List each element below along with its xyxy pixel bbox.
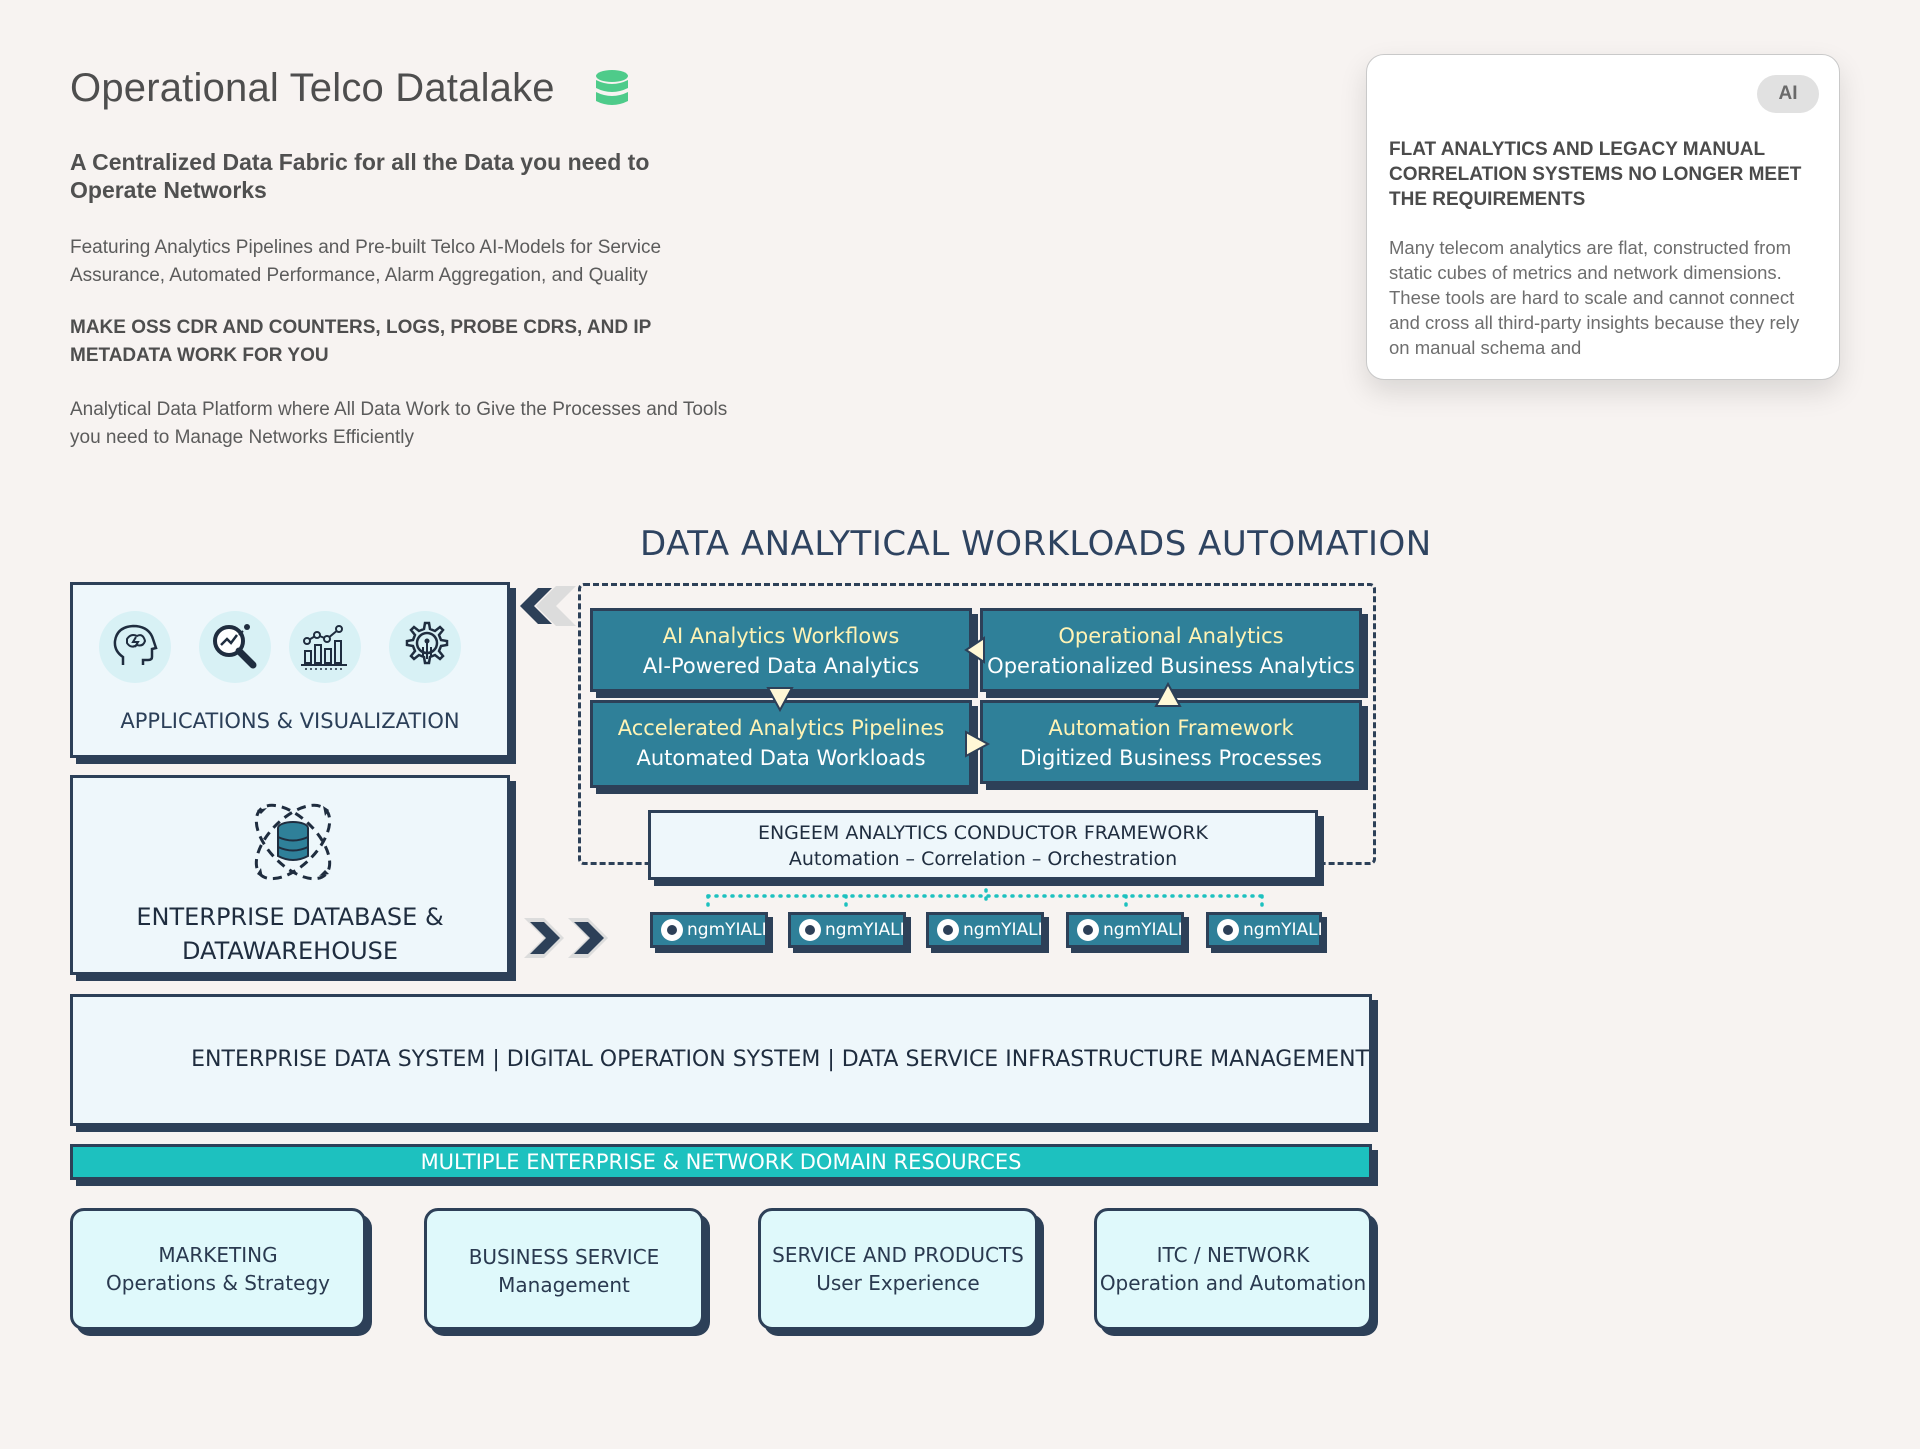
ai-badge[interactable]: AI	[1757, 75, 1819, 113]
node-gear-icon	[1217, 919, 1239, 941]
domain-marketing[interactable]: MARKETING Operations & Strategy	[70, 1208, 366, 1330]
tile-title: Automation Framework	[1048, 716, 1294, 740]
edw-line1: ENTERPRISE DATABASE &	[136, 903, 444, 931]
domain-title: ITC / NETWORK	[1156, 1243, 1310, 1267]
tile-accelerated-analytics-pipelines[interactable]: Accelerated Analytics Pipelines Automate…	[590, 700, 972, 788]
chevron-left-icon	[516, 586, 578, 626]
node-gear-icon	[1077, 919, 1099, 941]
node-ngmyiali[interactable]: ngmYIALI	[1066, 912, 1184, 948]
edw-line2: DATAWAREHOUSE	[181, 937, 399, 965]
applications-panel: APPLICATIONS & VISUALIZATION	[70, 582, 510, 758]
brain-head-icon	[99, 611, 171, 683]
domain-title: SERVICE AND PRODUCTS	[772, 1243, 1024, 1267]
diagram-title: DATA ANALYTICAL WORKLOADS AUTOMATION	[640, 524, 1432, 564]
arrow-down-icon	[766, 687, 794, 713]
domain-title: BUSINESS SERVICE	[468, 1245, 660, 1269]
tile-subtitle: Automated Data Workloads	[636, 746, 926, 770]
database-icon	[595, 69, 629, 109]
highlight-heading: MAKE OSS CDR AND COUNTERS, LOGS, PROBE C…	[70, 317, 651, 366]
card-body: Many telecom analytics are flat, constru…	[1389, 237, 1800, 358]
conductor-framework: ENGEEM ANALYTICS CONDUCTOR FRAMEWORK Aut…	[648, 810, 1318, 880]
title-row: Operational Telco Datalake	[70, 66, 629, 111]
domain-subtitle: Operations & Strategy	[106, 1271, 330, 1295]
tile-subtitle: Operationalized Business Analytics	[987, 654, 1355, 678]
dotted-connector	[706, 888, 1264, 908]
database-orbit-icon	[243, 792, 343, 892]
applications-label: APPLICATIONS & VISUALIZATION	[120, 709, 460, 733]
domain-subtitle: Operation and Automation	[1099, 1271, 1367, 1295]
page-title: Operational Telco Datalake	[70, 66, 555, 110]
feature-description: Featuring Analytics Pipelines and Pre-bu…	[70, 237, 662, 286]
gear-circuit-icon	[389, 611, 461, 683]
enterprise-data-system-panel: ENTERPRISE DATA SYSTEM | DIGITAL OPERATI…	[70, 994, 1372, 1126]
conductor-title: ENGEEM ANALYTICS CONDUCTOR FRAMEWORK	[757, 822, 1209, 844]
domain-title: MARKETING	[158, 1243, 278, 1267]
node-ngmyiali[interactable]: ngmYIALI	[1206, 912, 1323, 948]
node-label: ngmYIALI	[687, 920, 767, 940]
node-ngmyiali[interactable]: ngmYIALI	[926, 912, 1044, 948]
node-ngmyiali[interactable]: ngmYIALI	[650, 912, 768, 948]
tile-title: Accelerated Analytics Pipelines	[617, 716, 945, 740]
node-label: ngmYIALI	[1243, 920, 1323, 940]
page-subtitle: A Centralized Data Fabric for all the Da…	[70, 149, 650, 203]
domain-subtitle: Management	[498, 1273, 630, 1297]
enterprise-data-system-label: ENTERPRISE DATA SYSTEM | DIGITAL OPERATI…	[191, 1047, 1369, 1072]
node-label: ngmYIALI	[963, 920, 1043, 940]
domain-subtitle: User Experience	[816, 1271, 980, 1295]
node-ngmyiali[interactable]: ngmYIALI	[788, 912, 906, 948]
domain-business-service[interactable]: BUSINESS SERVICE Management	[424, 1208, 704, 1330]
node-gear-icon	[937, 919, 959, 941]
node-gear-icon	[799, 919, 821, 941]
arrow-up-icon	[1154, 681, 1182, 707]
domain-resources-bar: MULTIPLE ENTERPRISE & NETWORK DOMAIN RES…	[70, 1144, 1372, 1180]
enterprise-database-label: ENTERPRISE DATABASE & DATAWAREHOUSE	[73, 900, 507, 968]
search-analytics-icon	[199, 611, 271, 683]
tile-subtitle: Digitized Business Processes	[1020, 746, 1322, 770]
growth-chart-icon	[289, 611, 361, 683]
arrow-left-icon	[964, 636, 985, 664]
card-heading: Flat Analytics and Legacy Manual Correla…	[1389, 139, 1802, 210]
enterprise-database-panel: ENTERPRISE DATABASE & DATAWAREHOUSE	[70, 775, 510, 975]
platform-description: Analytical Data Platform where All Data …	[70, 399, 728, 448]
tile-subtitle: AI-Powered Data Analytics	[642, 654, 920, 678]
chevron-right-icon	[524, 918, 616, 958]
node-label: ngmYIALI	[1103, 920, 1183, 940]
conductor-subtitle: Automation – Correlation – Orchestration	[788, 848, 1178, 870]
info-card: AI Flat Analytics and Legacy Manual Corr…	[1366, 54, 1840, 380]
arrow-right-icon	[965, 730, 991, 758]
tile-title: AI Analytics Workflows	[662, 624, 900, 648]
node-label: ngmYIALI	[825, 920, 905, 940]
domain-itc-network[interactable]: ITC / NETWORK Operation and Automation	[1094, 1208, 1372, 1330]
tile-ai-analytics-workflows[interactable]: AI Analytics Workflows AI-Powered Data A…	[590, 608, 972, 692]
tile-title: Operational Analytics	[1058, 624, 1284, 648]
node-gear-icon	[661, 919, 683, 941]
domain-service-and-products[interactable]: SERVICE AND PRODUCTS User Experience	[758, 1208, 1038, 1330]
